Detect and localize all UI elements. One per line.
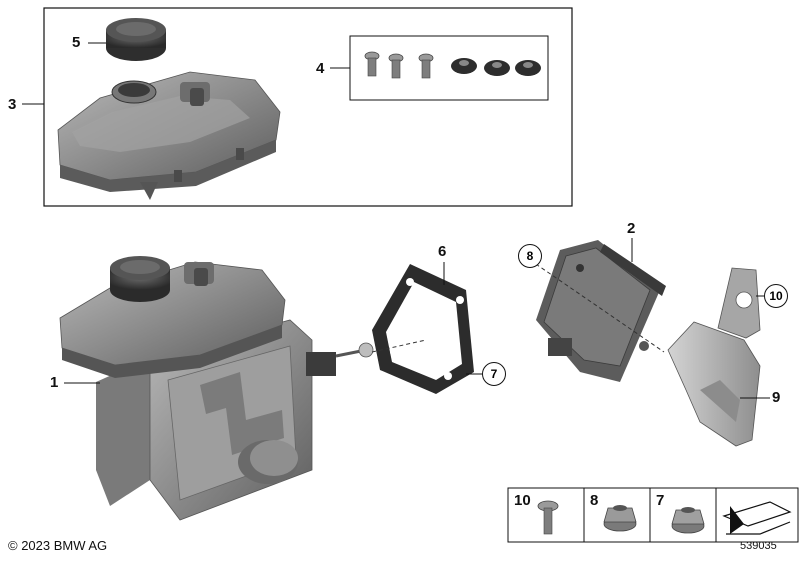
hardware-label-8: 8 [590,492,599,509]
grommet-icon [515,60,541,76]
flange-nut-icon [603,505,637,532]
callout-1: 1 [50,374,59,391]
screw-icon [364,51,380,77]
callout-2: 2 [627,220,636,237]
bolt-icon [537,500,559,535]
reservoir-top-part [57,71,281,200]
brake-booster-part [96,319,374,521]
hardware-set-box [330,35,549,101]
callout-5: 5 [72,34,81,51]
hardware-legend-box [507,487,799,543]
bracket-part [667,267,761,447]
grommet-icon [484,60,510,76]
hardware-label-10: 10 [514,492,531,509]
reservoir-cap-part [88,18,166,61]
callout-10: 10 [764,284,788,308]
control-unit-part [529,240,666,382]
screw-icon [418,53,434,79]
gasket-part [371,264,474,394]
reference-number: 539035 [740,540,777,552]
callout-6: 6 [438,243,447,260]
reservoir-group-frame [22,7,573,207]
screw-icon [388,53,404,79]
hex-nut-icon [671,507,705,534]
callout-4: 4 [316,60,325,77]
copyright-text: © 2023 BMW AG [8,538,108,553]
grommet-icon [451,58,477,74]
callout-7: 7 [482,362,506,386]
reservoir-lower-cap [110,256,170,302]
callout-3: 3 [8,96,17,113]
callout-9: 9 [772,389,781,406]
hardware-label-7: 7 [656,492,665,509]
arrow-pictogram-icon [722,501,792,535]
callout-8: 8 [518,244,542,268]
